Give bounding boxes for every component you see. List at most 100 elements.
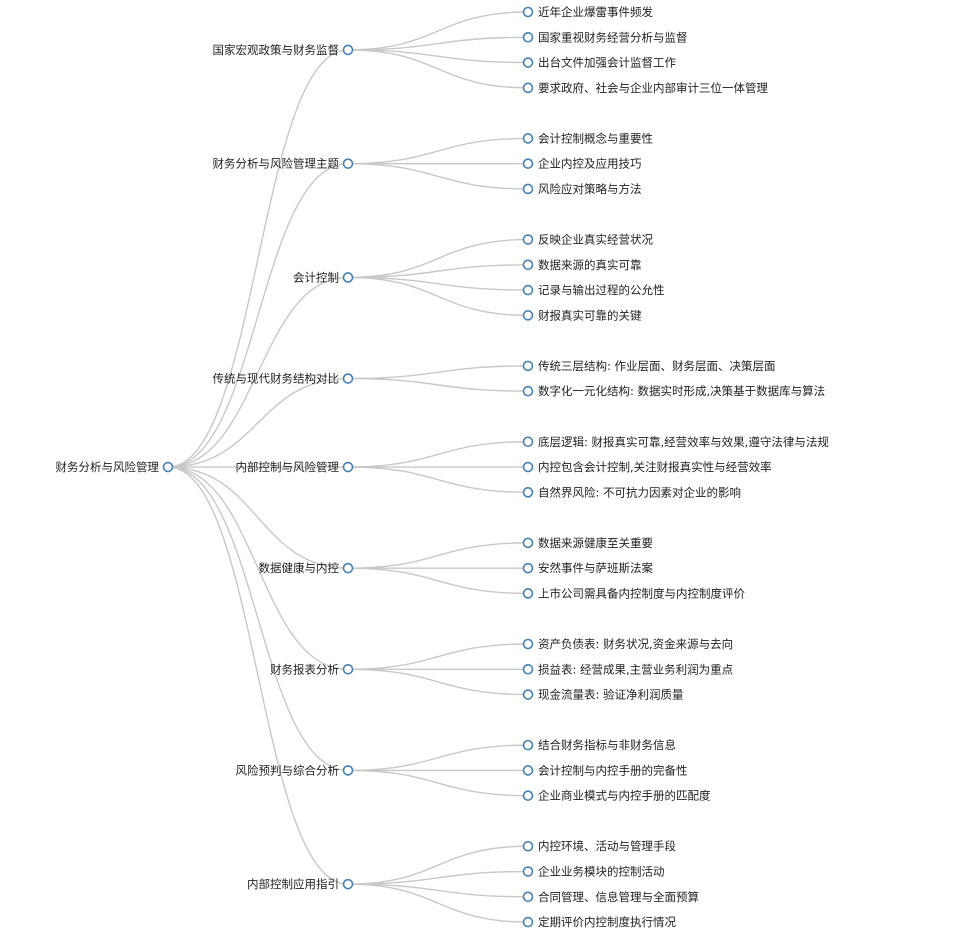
- branch-node-1-circle[interactable]: [342, 158, 354, 169]
- branch-node-2[interactable]: 会计控制: [293, 270, 354, 284]
- leaf-node-2-1-circle[interactable]: [522, 259, 534, 271]
- leaf-node-1-0-circle[interactable]: [522, 133, 534, 144]
- branch-node-6-label: 财务报表分析: [270, 662, 339, 676]
- link-branch-2-to-leaf-1: [347, 264, 529, 279]
- leaf-node-6-1-circle[interactable]: [522, 663, 534, 675]
- leaf-node-6-0-circle[interactable]: [522, 638, 534, 650]
- leaf-node-7-0-circle[interactable]: [522, 739, 534, 751]
- leaf-node-5-2-label: 上市公司需具备内控制度与内控制度评价: [538, 586, 745, 600]
- leaf-node-2-1-label: 数据来源的真实可靠: [538, 258, 642, 272]
- leaf-node-7-2[interactable]: 企业商业模式与内控手册的匹配度: [522, 789, 711, 803]
- leaf-node-2-2-circle[interactable]: [522, 284, 534, 296]
- leaf-node-4-0[interactable]: 底层逻辑: 财报真实可靠,经营效率与效果,遵守法律与法规: [522, 435, 830, 449]
- root-node-circle[interactable]: [162, 461, 174, 473]
- link-branch-0-to-leaf-2: [347, 49, 529, 64]
- leaf-node-8-1-circle[interactable]: [522, 866, 534, 877]
- branch-node-8[interactable]: 内部控制应用指引: [247, 877, 354, 891]
- leaf-node-6-0[interactable]: 资产负债表: 财务状况,资金来源与去向: [522, 637, 734, 651]
- leaf-node-0-3-circle[interactable]: [522, 82, 534, 94]
- leaf-node-7-0[interactable]: 结合财务指标与非财务信息: [522, 738, 677, 752]
- branch-node-0-circle[interactable]: [342, 44, 354, 56]
- branch-node-2-circle[interactable]: [342, 272, 354, 283]
- leaf-node-5-0-circle[interactable]: [522, 537, 534, 549]
- leaf-node-5-1-circle[interactable]: [522, 562, 534, 574]
- branch-node-6-circle[interactable]: [342, 663, 354, 675]
- leaf-node-3-0[interactable]: 传统三层结构: 作业层面、财务层面、决策层面: [522, 359, 776, 373]
- leaf-node-2-3-circle[interactable]: [522, 310, 534, 321]
- branch-node-6[interactable]: 财务报表分析: [270, 662, 354, 676]
- link-root-to-branch-1: [167, 162, 349, 468]
- branch-node-1[interactable]: 财务分析与风险管理主题: [213, 157, 354, 171]
- leaf-node-2-3[interactable]: 财报真实可靠的关键: [522, 308, 642, 322]
- leaf-node-5-2-circle[interactable]: [522, 588, 534, 599]
- leaf-node-0-1-label: 国家重视财务经营分析与监督: [538, 30, 688, 44]
- branch-node-4-label: 内部控制与风险管理: [236, 460, 340, 474]
- leaf-node-7-1-circle[interactable]: [522, 765, 534, 776]
- branch-node-4[interactable]: 内部控制与风险管理: [236, 460, 354, 474]
- leaf-node-4-2[interactable]: 自然界风险: 不可抗力因素对企业的影响: [522, 485, 742, 499]
- leaf-node-2-0-circle[interactable]: [522, 234, 534, 245]
- leaf-node-6-1[interactable]: 损益表: 经营成果,主营业务利润为重点: [522, 662, 734, 676]
- leaf-node-1-2-label: 风险应对策略与方法: [538, 182, 642, 196]
- leaf-node-8-3-circle[interactable]: [522, 916, 534, 928]
- leaf-node-8-3[interactable]: 定期评价内控制度执行情况: [522, 915, 677, 929]
- link-branch-8-to-leaf-1: [347, 870, 529, 885]
- branch-node-8-circle[interactable]: [342, 878, 354, 890]
- leaf-node-3-1-circle[interactable]: [522, 385, 534, 397]
- leaf-node-2-2-label: 记录与输出过程的公允性: [538, 283, 665, 297]
- link-branch-0-to-leaf-0: [347, 11, 529, 51]
- branch-node-7-circle[interactable]: [342, 765, 354, 776]
- branch-node-4-circle[interactable]: [342, 461, 354, 473]
- leaf-node-1-0[interactable]: 会计控制概念与重要性: [522, 131, 654, 145]
- leaf-node-0-0[interactable]: 近年企业爆雷事件频发: [522, 5, 654, 19]
- link-branch-7-to-leaf-0: [347, 744, 529, 772]
- leaf-node-4-2-circle[interactable]: [522, 487, 534, 498]
- leaf-node-8-0[interactable]: 内控环境、活动与管理手段: [522, 839, 677, 853]
- leaf-node-1-2[interactable]: 风险应对策略与方法: [522, 182, 642, 196]
- leaf-node-7-0-label: 结合财务指标与非财务信息: [538, 738, 676, 752]
- root-node[interactable]: 财务分析与风险管理: [56, 460, 174, 474]
- branch-node-7[interactable]: 风险预判与综合分析: [236, 763, 354, 777]
- leaf-node-5-0-label: 数据来源健康至关重要: [538, 536, 653, 550]
- leaf-node-7-2-label: 企业商业模式与内控手册的匹配度: [538, 789, 711, 803]
- leaf-node-0-2[interactable]: 出台文件加强会计监督工作: [522, 56, 677, 70]
- leaf-node-3-1[interactable]: 数字化一元化结构: 数据实时形成,决策基于数据库与算法: [522, 384, 826, 398]
- link-branch-8-to-leaf-0: [347, 845, 529, 885]
- branch-node-5-circle[interactable]: [342, 562, 354, 574]
- leaf-node-4-1-label: 内控包含会计控制,关注财报真实性与经营效率: [538, 460, 772, 474]
- branch-node-3[interactable]: 传统与现代财务结构对比: [213, 372, 354, 386]
- leaf-node-4-0-circle[interactable]: [522, 436, 534, 448]
- leaf-node-1-2-circle[interactable]: [522, 183, 534, 195]
- leaf-node-1-1-circle[interactable]: [522, 158, 534, 169]
- leaf-node-0-3[interactable]: 要求政府、社会与企业内部审计三位一体管理: [522, 81, 769, 95]
- leaf-node-1-1[interactable]: 企业内控及应用技巧: [522, 157, 642, 171]
- leaf-node-8-1[interactable]: 企业业务模块的控制活动: [522, 865, 665, 879]
- leaf-node-8-0-label: 内控环境、活动与管理手段: [538, 839, 676, 853]
- leaf-node-0-0-circle[interactable]: [522, 6, 534, 18]
- leaf-node-3-0-label: 传统三层结构: 作业层面、财务层面、决策层面: [538, 359, 776, 373]
- leaf-node-2-0[interactable]: 反映企业真实经营状况: [522, 233, 654, 247]
- leaf-node-4-1-circle[interactable]: [522, 461, 534, 473]
- link-branch-3-to-leaf-1: [347, 377, 529, 392]
- leaf-node-3-0-circle[interactable]: [522, 360, 534, 372]
- leaf-node-0-1-circle[interactable]: [522, 31, 534, 43]
- leaf-node-8-0-circle[interactable]: [522, 840, 534, 852]
- branch-node-0[interactable]: 国家宏观政策与财务监督: [213, 43, 354, 57]
- leaf-node-7-1[interactable]: 会计控制与内控手册的完备性: [522, 763, 688, 777]
- leaf-node-6-2[interactable]: 现金流量表: 验证净利润质量: [522, 688, 684, 702]
- branch-node-5[interactable]: 数据健康与内控: [259, 561, 354, 575]
- leaf-node-5-0[interactable]: 数据来源健康至关重要: [522, 536, 654, 550]
- leaf-node-2-2[interactable]: 记录与输出过程的公允性: [522, 283, 665, 297]
- leaf-node-0-1[interactable]: 国家重视财务经营分析与监督: [522, 30, 688, 44]
- leaf-node-8-2-circle[interactable]: [522, 891, 534, 903]
- leaf-node-0-2-circle[interactable]: [522, 57, 534, 68]
- branch-node-3-circle[interactable]: [342, 373, 354, 384]
- leaf-node-7-2-circle[interactable]: [522, 790, 534, 801]
- leaf-node-8-2[interactable]: 合同管理、信息管理与全面预算: [522, 890, 700, 904]
- leaf-node-5-2[interactable]: 上市公司需具备内控制度与内控制度评价: [522, 586, 746, 600]
- leaf-node-6-2-circle[interactable]: [522, 689, 534, 700]
- leaf-node-2-1[interactable]: 数据来源的真实可靠: [522, 258, 642, 272]
- leaf-node-5-1[interactable]: 安然事件与萨班斯法案: [522, 561, 654, 575]
- leaf-node-4-1[interactable]: 内控包含会计控制,关注财报真实性与经营效率: [522, 460, 772, 474]
